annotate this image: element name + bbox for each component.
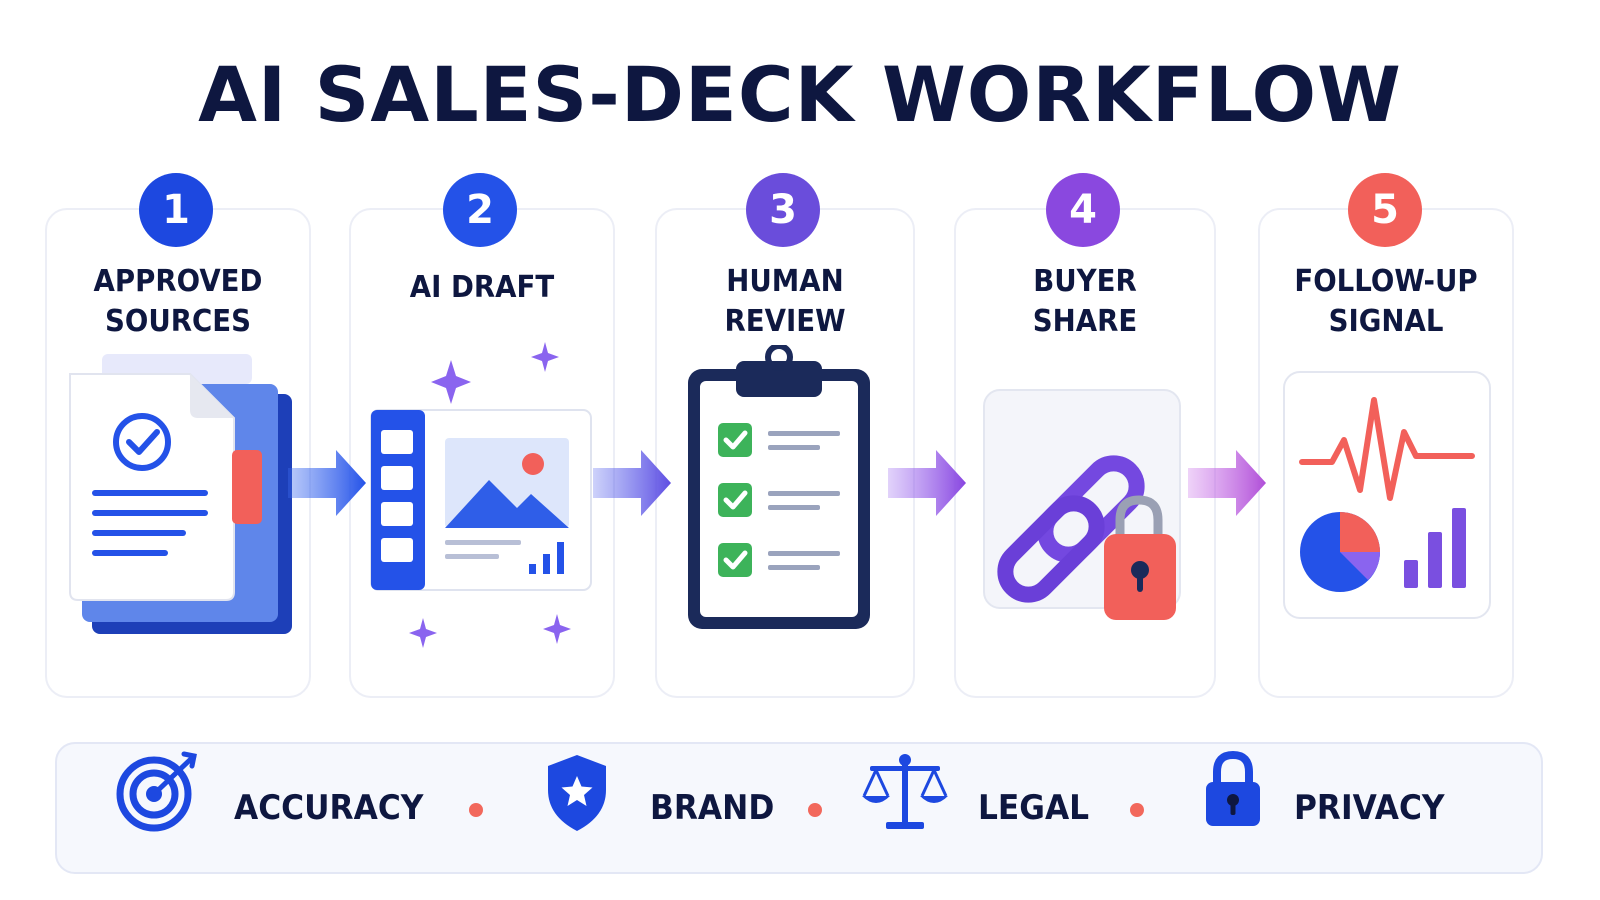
arrow-right-icon <box>593 450 671 516</box>
secure-link-icon <box>983 389 1181 620</box>
principle-label-legal: LEGAL <box>978 788 1090 828</box>
scales-icon <box>862 754 948 829</box>
page-title: AI SALES-DECK WORKFLOW <box>198 50 1402 139</box>
step-label-2: AI DRAFT <box>409 270 555 305</box>
step-number-badge-3: 3 <box>746 173 820 247</box>
shield-star-icon <box>548 755 606 831</box>
step-number-badge-5: 5 <box>1348 173 1422 247</box>
step-number-badge-4: 4 <box>1046 173 1120 247</box>
documents-icon <box>69 354 292 634</box>
target-icon <box>116 751 197 832</box>
clipboard-checklist-icon <box>688 345 870 629</box>
slide-draft-icon <box>370 342 592 648</box>
separator-dot <box>1130 803 1144 817</box>
separator-dot <box>469 803 483 817</box>
separator-dot <box>808 803 822 817</box>
principles-panel <box>55 742 1543 874</box>
step-label-4: BUYER SHARE <box>1032 264 1138 339</box>
arrow-right-icon <box>888 450 966 516</box>
padlock-icon <box>1206 750 1260 826</box>
step-label-1: APPROVED SOURCES <box>93 264 263 339</box>
arrow-right-icon <box>1188 450 1266 516</box>
arrow-right-icon <box>288 450 366 516</box>
principle-label-accuracy: ACCURACY <box>234 788 424 828</box>
analytics-dashboard-icon <box>1283 371 1491 619</box>
principle-label-brand: BRAND <box>650 788 775 828</box>
step-label-5: FOLLOW-UP SIGNAL <box>1294 264 1478 339</box>
step-number-badge-1: 1 <box>139 173 213 247</box>
step-number-badge-2: 2 <box>443 173 517 247</box>
step-label-3: HUMAN REVIEW <box>724 264 846 339</box>
principle-label-privacy: PRIVACY <box>1294 788 1445 828</box>
